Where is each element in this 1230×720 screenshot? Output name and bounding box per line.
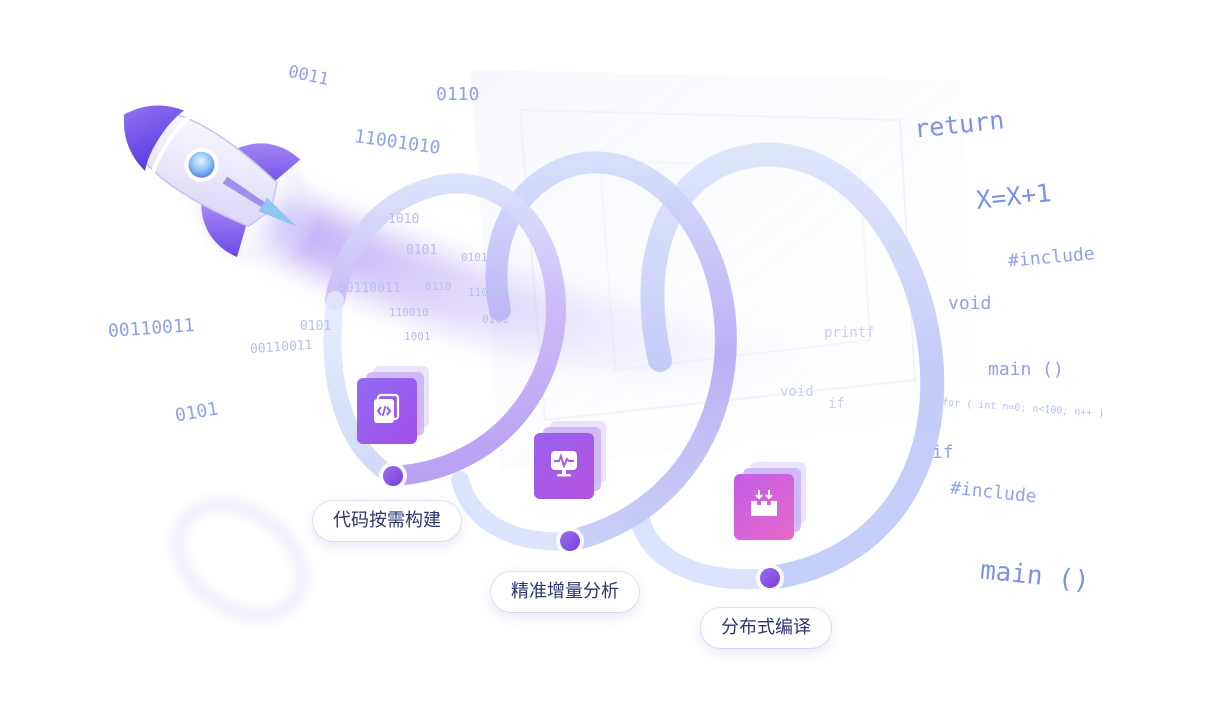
feature-label-code-build: 代码按需构建 [313,501,461,541]
feature-label-incremental-analysis: 精准增量分析 [491,572,639,612]
code-snippet: if [828,396,845,412]
ring-2-lower [451,471,579,551]
code-snippet: 0101 [482,313,509,326]
code-snippet: 110010 [389,306,429,319]
code-snippet: if [932,442,954,463]
rocket-icon [123,105,322,274]
ring-1-lower [323,291,402,485]
distributed-build-icon [734,462,814,552]
code-snippet: 110010 [468,286,508,299]
code-snippet: 0110 [436,84,480,105]
code-file-icon [357,366,437,456]
code-snippet: 0101 [406,243,438,258]
code-snippet: 00110011 [338,281,401,296]
code-snippet: printf [824,325,875,341]
ring-3-lower [630,510,780,590]
code-snippet: 1010 [388,212,420,227]
rocket-trail [265,195,940,420]
feature-label-distributed-compile: 分布式编译 [701,608,831,648]
ring-1 [325,173,566,486]
code-snippet: void [780,384,814,400]
ring-dot-3 [756,564,784,592]
code-snippet: 1001 [404,330,431,343]
code-snippet: void [948,293,992,314]
code-snippet: 0110 [425,280,452,293]
code-snippet: 0101 [461,251,488,264]
monitor-pulse-icon [534,421,614,511]
ring-2 [485,151,737,552]
ring-dot-1 [379,462,407,490]
code-snippet: main () [988,359,1064,380]
code-snippet: 0101 [300,319,332,334]
ring-dot-2 [556,527,584,555]
ring-3 [640,142,945,590]
floor-halo [172,499,308,621]
